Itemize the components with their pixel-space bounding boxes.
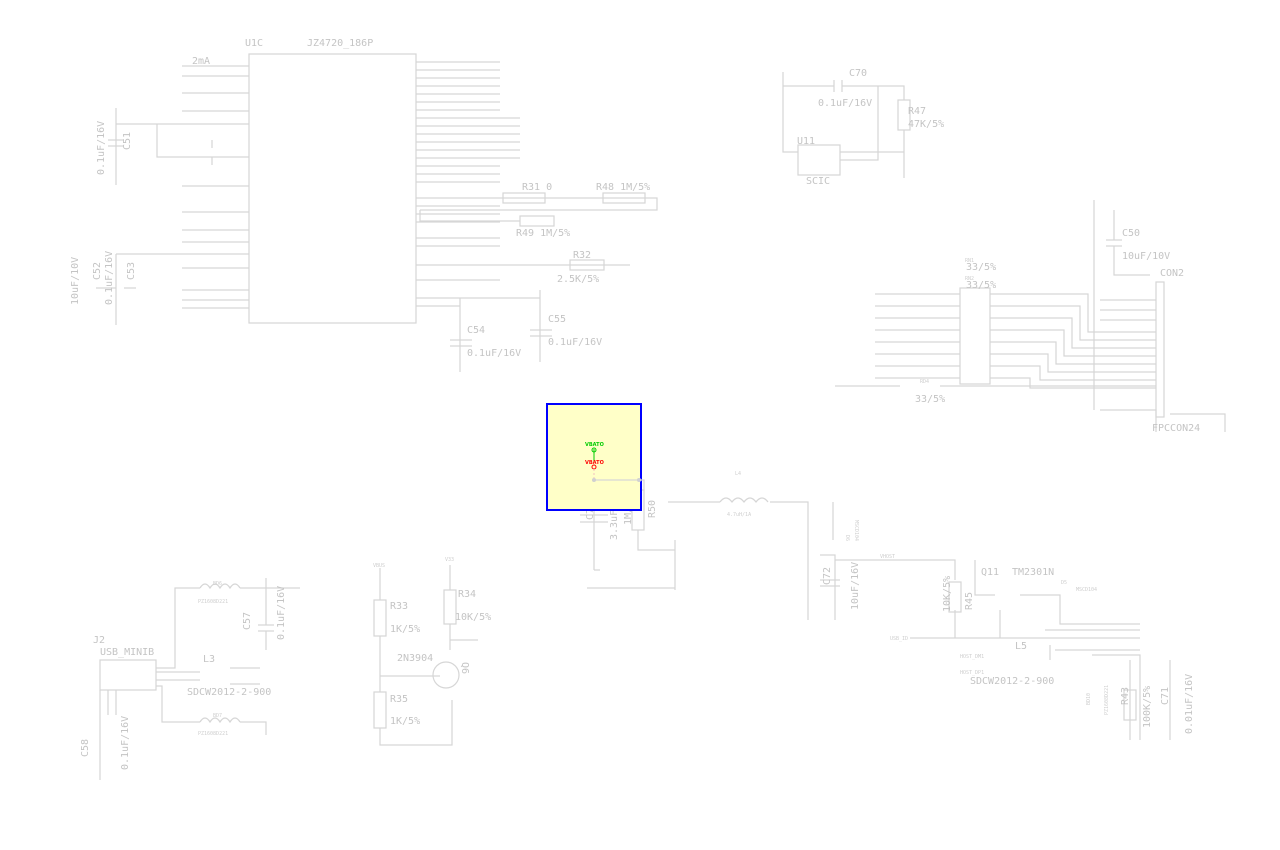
c70-value: 0.1uF/16V bbox=[818, 98, 872, 109]
r34-label: R34 bbox=[458, 589, 476, 600]
q11-label: Q11 bbox=[981, 567, 999, 578]
c53-value: 0.1uF/16V bbox=[104, 251, 115, 305]
rn2-label: RN2 bbox=[965, 276, 974, 282]
rd4-value: 33/5% bbox=[915, 394, 945, 405]
l4-label: L4 bbox=[735, 471, 741, 477]
c52-label: C52 bbox=[92, 262, 103, 280]
r47-label: R47 bbox=[908, 106, 926, 117]
u11-name: SCIC bbox=[806, 176, 830, 187]
c50-label: C50 bbox=[1122, 228, 1140, 239]
transistor-block[interactable]: VBUS V33 R33 1K/5% R34 10K/5% 2N3904 Q6 … bbox=[373, 557, 491, 746]
lcd-connector[interactable]: C50 10uF/10V CON2 FPCCON24 RN1 33/5% RN2… bbox=[835, 200, 1226, 434]
selection-highlight[interactable]: VBATO VBATO bbox=[546, 403, 645, 511]
j2-part: USB_MINIB bbox=[100, 647, 154, 658]
rd4-label: RD4 bbox=[920, 379, 929, 385]
c71-label: C71 bbox=[1160, 687, 1171, 705]
r50-label: R50 bbox=[647, 500, 658, 518]
c57-label: C57 bbox=[242, 612, 253, 630]
rn1-label: RN1 bbox=[965, 258, 974, 264]
chip-part: JZ4720_186P bbox=[307, 38, 373, 49]
d6-part: MSCD104 bbox=[853, 520, 859, 541]
net-label-red[interactable]: VBATO bbox=[585, 460, 604, 466]
chip-ref: U1C bbox=[245, 38, 263, 49]
con2-part: FPCCON24 bbox=[1152, 423, 1200, 434]
l4-value: 4.7uH/1A bbox=[727, 512, 751, 518]
c51-label: C51 bbox=[122, 132, 133, 150]
bd7-label: BD7 bbox=[213, 713, 222, 719]
r31-label: R31 0 bbox=[522, 182, 552, 193]
c58-label: C58 bbox=[80, 739, 91, 757]
usb-id-port[interactable]: USB_ID bbox=[890, 636, 908, 642]
bd6-label: BD6 bbox=[213, 581, 222, 587]
bd10-part: PZ1608D221 bbox=[1104, 685, 1110, 715]
c71-value: 0.01uF/16V bbox=[1184, 674, 1195, 734]
c51-value: 0.1uF/16V bbox=[96, 121, 107, 175]
host-dp-net: HOST_DP1 bbox=[960, 670, 984, 676]
chip-u1c[interactable]: U1C JZ4720_186P 2mA C51 0.1uF/16V C52 10… bbox=[70, 38, 658, 372]
r45-value: 10K/5% bbox=[942, 576, 953, 612]
scic-block[interactable]: C70 0.1uF/16V R47 47K/5% U11 SCIC bbox=[782, 68, 944, 187]
r32-value: 2.5K/5% bbox=[557, 274, 599, 285]
c55-label: C55 bbox=[548, 314, 566, 325]
d5-part: MSCD104 bbox=[1076, 587, 1097, 593]
j2-label: J2 bbox=[93, 635, 105, 646]
host-dm-net: HOST_DM1 bbox=[960, 654, 984, 660]
d6-label: D6 bbox=[844, 535, 850, 541]
bd6-part: PZ1608D221 bbox=[198, 599, 228, 605]
rn1-value: 33/5% bbox=[966, 262, 996, 273]
vbus-label: VBUS bbox=[373, 563, 385, 569]
net-label-green[interactable]: VBATO bbox=[585, 442, 604, 448]
r49-label: R49 1M/5% bbox=[516, 228, 570, 239]
r33-value: 1K/5% bbox=[390, 624, 420, 635]
r35-label: R35 bbox=[390, 694, 408, 705]
c50-value: 10uF/10V bbox=[1122, 251, 1170, 262]
current-label: 2mA bbox=[192, 56, 210, 67]
vhost-label: VHOST bbox=[880, 554, 895, 560]
d5-label: D5 bbox=[1061, 580, 1067, 586]
q11-part: TM2301N bbox=[1012, 567, 1054, 578]
l3-label: L3 bbox=[203, 654, 215, 665]
r43-value: 100K/5% bbox=[1142, 686, 1153, 728]
q6-part: 2N3904 bbox=[397, 653, 433, 664]
l3-part: SDCW2012-2-900 bbox=[187, 687, 271, 698]
c53-label: C53 bbox=[126, 262, 137, 280]
r43-label: R43 bbox=[1120, 687, 1131, 705]
r34-value: 10K/5% bbox=[455, 612, 491, 623]
bd7-part: PZ1608D221 bbox=[198, 731, 228, 737]
r32-label: R32 bbox=[573, 250, 591, 261]
c54-label: C54 bbox=[467, 325, 485, 336]
r47-value: 47K/5% bbox=[908, 119, 944, 130]
c57-value: 0.1uF/16V bbox=[276, 586, 287, 640]
c72-label: C72 bbox=[822, 567, 833, 585]
q6-label: Q6 bbox=[459, 662, 470, 674]
bd10-label: BD10 bbox=[1086, 693, 1092, 705]
l5-label: L5 bbox=[1015, 641, 1027, 652]
r33-label: R33 bbox=[390, 601, 408, 612]
rn2-value: 33/5% bbox=[966, 280, 996, 291]
r35-value: 1K/5% bbox=[390, 716, 420, 727]
c58-value: 0.1uF/16V bbox=[120, 716, 131, 770]
c54-value: 0.1uF/16V bbox=[467, 348, 521, 359]
host-block[interactable]: VHOST Q11 TM2301N D5 MSCD104 R45 10K/5% … bbox=[835, 554, 1195, 740]
con2-label: CON2 bbox=[1160, 268, 1184, 279]
c73-value: 3.3uF/16V bbox=[609, 486, 620, 540]
v33-label: V33 bbox=[445, 557, 454, 563]
r45-label: R45 bbox=[964, 592, 975, 610]
c52-value: 10uF/10V bbox=[70, 257, 81, 305]
l5-part: SDCW2012-2-900 bbox=[970, 676, 1054, 687]
r48-label: R48 1M/5% bbox=[596, 182, 650, 193]
c55-value: 0.1uF/16V bbox=[548, 337, 602, 348]
u11-label: U11 bbox=[797, 136, 815, 147]
c72-value: 10uF/16V bbox=[850, 562, 861, 610]
c70-label: C70 bbox=[849, 68, 867, 79]
usb-block[interactable]: BD6 PZ1608D221 C57 0.1uF/16V J2 USB_MINI… bbox=[80, 578, 300, 780]
